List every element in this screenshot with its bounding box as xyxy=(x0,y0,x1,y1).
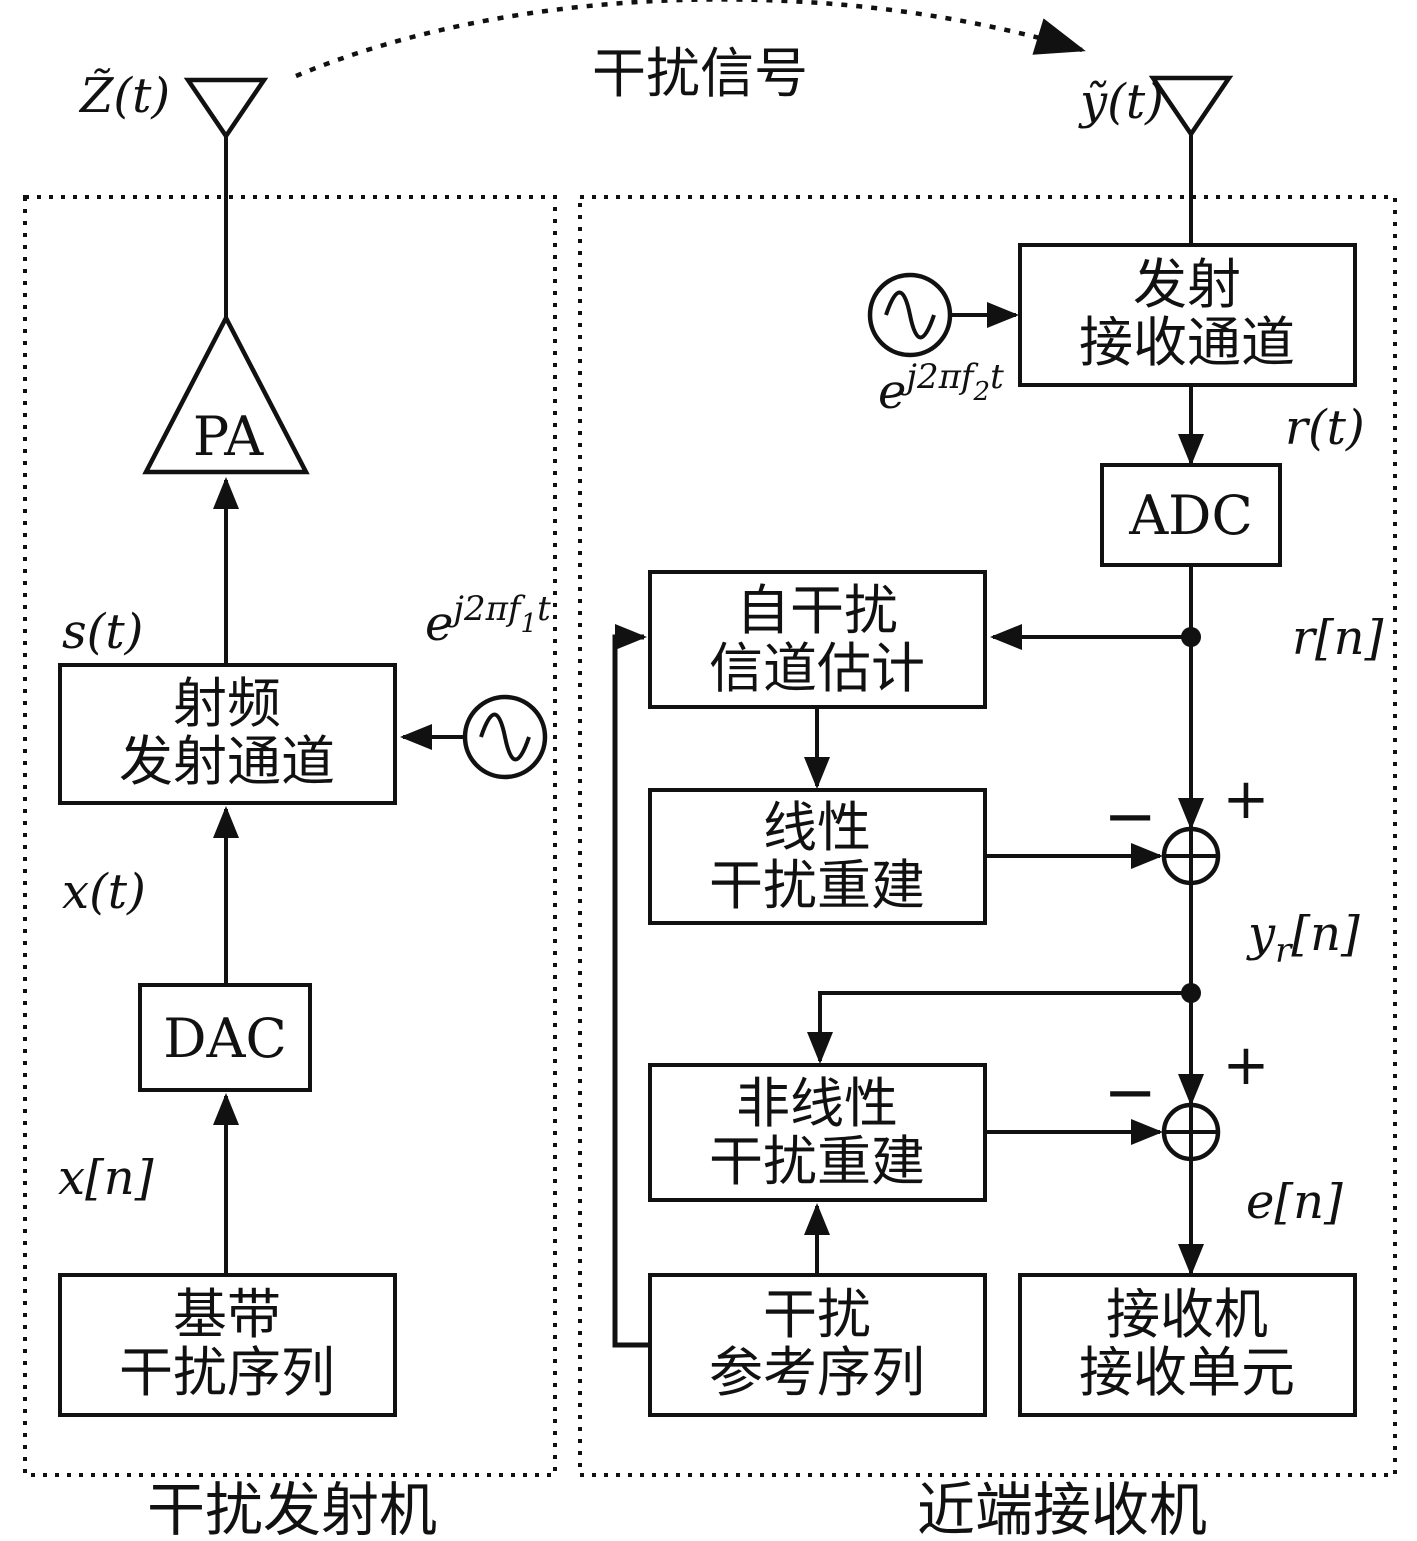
receiver-caption: 近端接收机 xyxy=(917,1476,1207,1541)
linear-rebuild-line2: 干扰重建 xyxy=(709,854,925,917)
label-e-n: e[n] xyxy=(1246,1174,1343,1230)
transmitter-caption: 干扰发射机 xyxy=(147,1476,437,1541)
sum-junction-2 xyxy=(1161,1102,1221,1162)
trx-chain-line1: 发射 xyxy=(1133,253,1241,316)
label-x-n: x[n] xyxy=(58,1150,154,1206)
nonlinear-rebuild-line1: 非线性 xyxy=(736,1072,898,1135)
label-r-n: r[n] xyxy=(1292,610,1384,666)
receiver-dashed-border xyxy=(578,195,1397,1477)
jam-signal-label: 干扰信号 xyxy=(592,42,808,105)
si-estimation-line1: 自干扰 xyxy=(736,579,898,642)
linear-rebuild-box: 线性 干扰重建 xyxy=(648,788,987,925)
sum1-plus-sign: + xyxy=(1223,767,1270,832)
nonlinear-rebuild-box: 非线性 干扰重建 xyxy=(648,1063,987,1202)
baseband-line2: 干扰序列 xyxy=(119,1341,335,1404)
label-x-t: x(t) xyxy=(62,864,146,920)
rf-transmit-chain-box: 射频 发射通道 xyxy=(58,663,397,805)
adc-label: ADC xyxy=(1128,484,1253,547)
nonlinear-rebuild-line2: 干扰重建 xyxy=(709,1130,925,1193)
sum2-plus-sign: + xyxy=(1223,1033,1270,1098)
tx-antenna-label: Z̃(t) xyxy=(78,66,170,124)
jam-reference-line2: 参考序列 xyxy=(709,1341,925,1404)
jam-reference-line1: 干扰 xyxy=(763,1283,871,1346)
transmitter-dashed-border xyxy=(23,195,557,1477)
oscillator-1-icon xyxy=(400,694,548,780)
rf-chain-line1: 射频 xyxy=(173,672,281,735)
label-s-t: s(t) xyxy=(62,604,143,660)
dac-box: DAC xyxy=(138,983,312,1092)
sum-junction-1 xyxy=(1161,826,1221,886)
adc-box: ADC xyxy=(1100,463,1282,567)
linear-rebuild-line1: 线性 xyxy=(763,796,871,859)
label-r-t: r(t) xyxy=(1285,400,1365,456)
label-osc2-exp: ej2πf2t xyxy=(878,357,1004,420)
dac-label: DAC xyxy=(163,1007,287,1070)
trx-chain-box: 发射 接收通道 xyxy=(1018,243,1357,387)
pa-amplifier: PA xyxy=(142,313,310,475)
rx-antenna-label: ỹ(t) xyxy=(1078,74,1164,130)
trx-chain-line2: 接收通道 xyxy=(1079,311,1295,374)
rx-unit-line1: 接收机 xyxy=(1106,1283,1268,1346)
rx-unit-box: 接收机 接收单元 xyxy=(1018,1273,1357,1417)
jam-signal-arc xyxy=(295,0,1086,79)
label-yr-n: yr[n] xyxy=(1246,906,1360,971)
wire-node-to-nonlinear xyxy=(807,991,1191,1064)
pa-label: PA xyxy=(193,405,264,468)
oscillator-2-icon xyxy=(867,272,1019,358)
si-estimation-line2: 信道估计 xyxy=(709,637,925,700)
baseband-sequence-box: 基带 干扰序列 xyxy=(58,1273,397,1417)
feedback-line-reference-to-si xyxy=(612,624,650,1348)
rx-antenna xyxy=(1148,75,1234,245)
rf-chain-line2: 发射通道 xyxy=(119,730,335,793)
baseband-line1: 基带 xyxy=(173,1283,281,1346)
sum1-minus-sign: − xyxy=(1103,780,1157,854)
sum2-minus-sign: − xyxy=(1103,1056,1157,1130)
label-osc1-exp: ej2πf1t xyxy=(425,589,551,652)
jam-reference-box: 干扰 参考序列 xyxy=(648,1273,987,1417)
si-channel-estimation-box: 自干扰 信道估计 xyxy=(648,570,987,709)
tx-antenna xyxy=(183,77,269,320)
rx-unit-line2: 接收单元 xyxy=(1079,1341,1295,1404)
